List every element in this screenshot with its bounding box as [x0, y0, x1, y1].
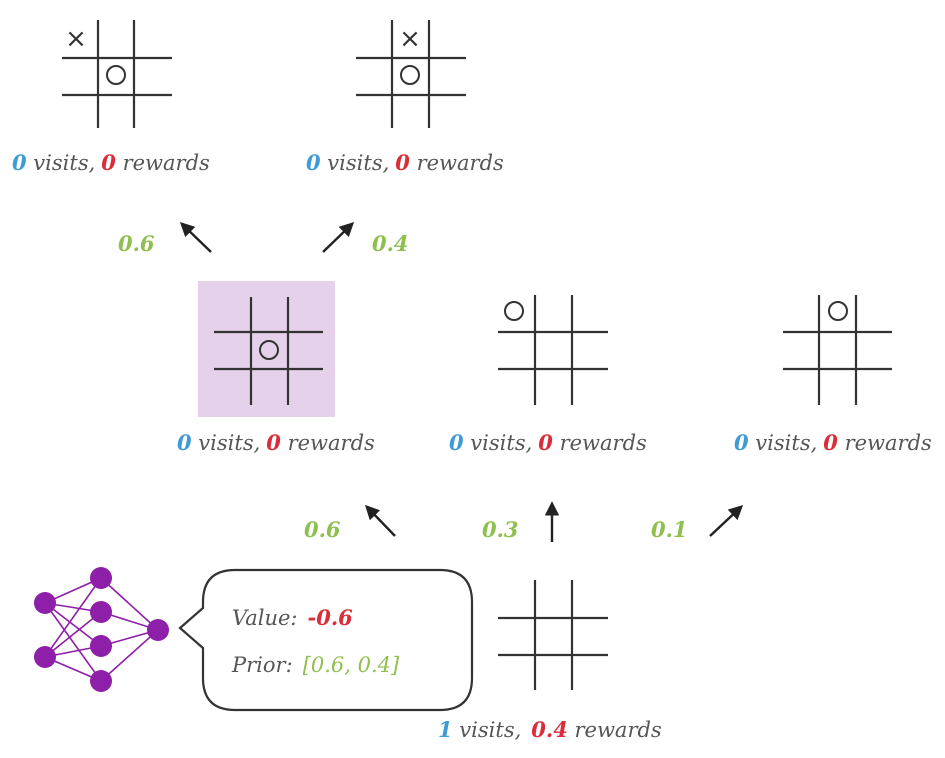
- board-top-left: ×: [62, 20, 172, 128]
- o-mark: [504, 301, 524, 321]
- rewards-count: 0: [395, 150, 410, 175]
- prior-label: 0.1: [651, 517, 688, 542]
- visits-count: 1: [438, 717, 453, 742]
- o-mark: [828, 301, 848, 321]
- value-output: -0.6: [308, 605, 354, 630]
- rewards-count: 0: [101, 150, 116, 175]
- neural-network-icon: [34, 567, 169, 692]
- edge-to-mid-left: 0.6: [304, 504, 396, 542]
- edge-to-mid-right: 0.1: [651, 505, 744, 542]
- network-output-bubble: Value: -0.6 Prior: [0.6, 0.4]: [178, 568, 474, 712]
- x-mark: ×: [399, 24, 421, 54]
- board-top-right: ×: [356, 20, 466, 128]
- board-mid-left: [214, 297, 323, 405]
- board-mid-center: [498, 295, 608, 405]
- value-label: Value:: [232, 606, 298, 630]
- selected-node-highlight: [198, 281, 335, 417]
- visits-count: 0: [177, 430, 192, 455]
- o-mark: [259, 340, 279, 360]
- visits-count: 0: [306, 150, 321, 175]
- edge-to-mid-center: 0.3: [482, 501, 560, 542]
- mid-left-stats: 0 visits,0 rewards: [177, 430, 375, 455]
- board-mid-right: [783, 295, 892, 405]
- o-mark: [106, 65, 126, 85]
- visits-count: 0: [12, 150, 27, 175]
- prior-line: Prior: [0.6, 0.4]: [231, 653, 400, 677]
- prior-label: 0.6: [118, 231, 155, 256]
- value-line: Value: -0.6: [232, 605, 353, 630]
- top-left-stats: 0 visits,0 rewards: [12, 150, 210, 175]
- edge-to-top-right: 0.4: [322, 221, 409, 256]
- prior-label: Prior:: [231, 653, 293, 677]
- o-mark: [400, 65, 420, 85]
- visits-count: 0: [734, 430, 749, 455]
- mid-right-stats: 0 visits,0 rewards: [734, 430, 932, 455]
- x-mark: ×: [65, 24, 87, 54]
- visits-count: 0: [449, 430, 464, 455]
- prior-output: [0.6, 0.4]: [303, 653, 400, 677]
- mid-center-stats: 0 visits,0 rewards: [449, 430, 647, 455]
- board-root: [498, 580, 608, 690]
- prior-label: 0.4: [372, 231, 409, 256]
- prior-label: 0.3: [482, 517, 519, 542]
- rewards-count: 0: [823, 430, 838, 455]
- rewards-count: 0: [266, 430, 281, 455]
- rewards-count: 0: [538, 430, 553, 455]
- edge-to-top-left: 0.6: [118, 221, 212, 256]
- root-stats: 1 visits,0.4 rewards: [438, 717, 662, 742]
- top-right-stats: 0 visits,0 rewards: [306, 150, 504, 175]
- prior-label: 0.6: [304, 517, 341, 542]
- rewards-count: 0.4: [531, 717, 568, 742]
